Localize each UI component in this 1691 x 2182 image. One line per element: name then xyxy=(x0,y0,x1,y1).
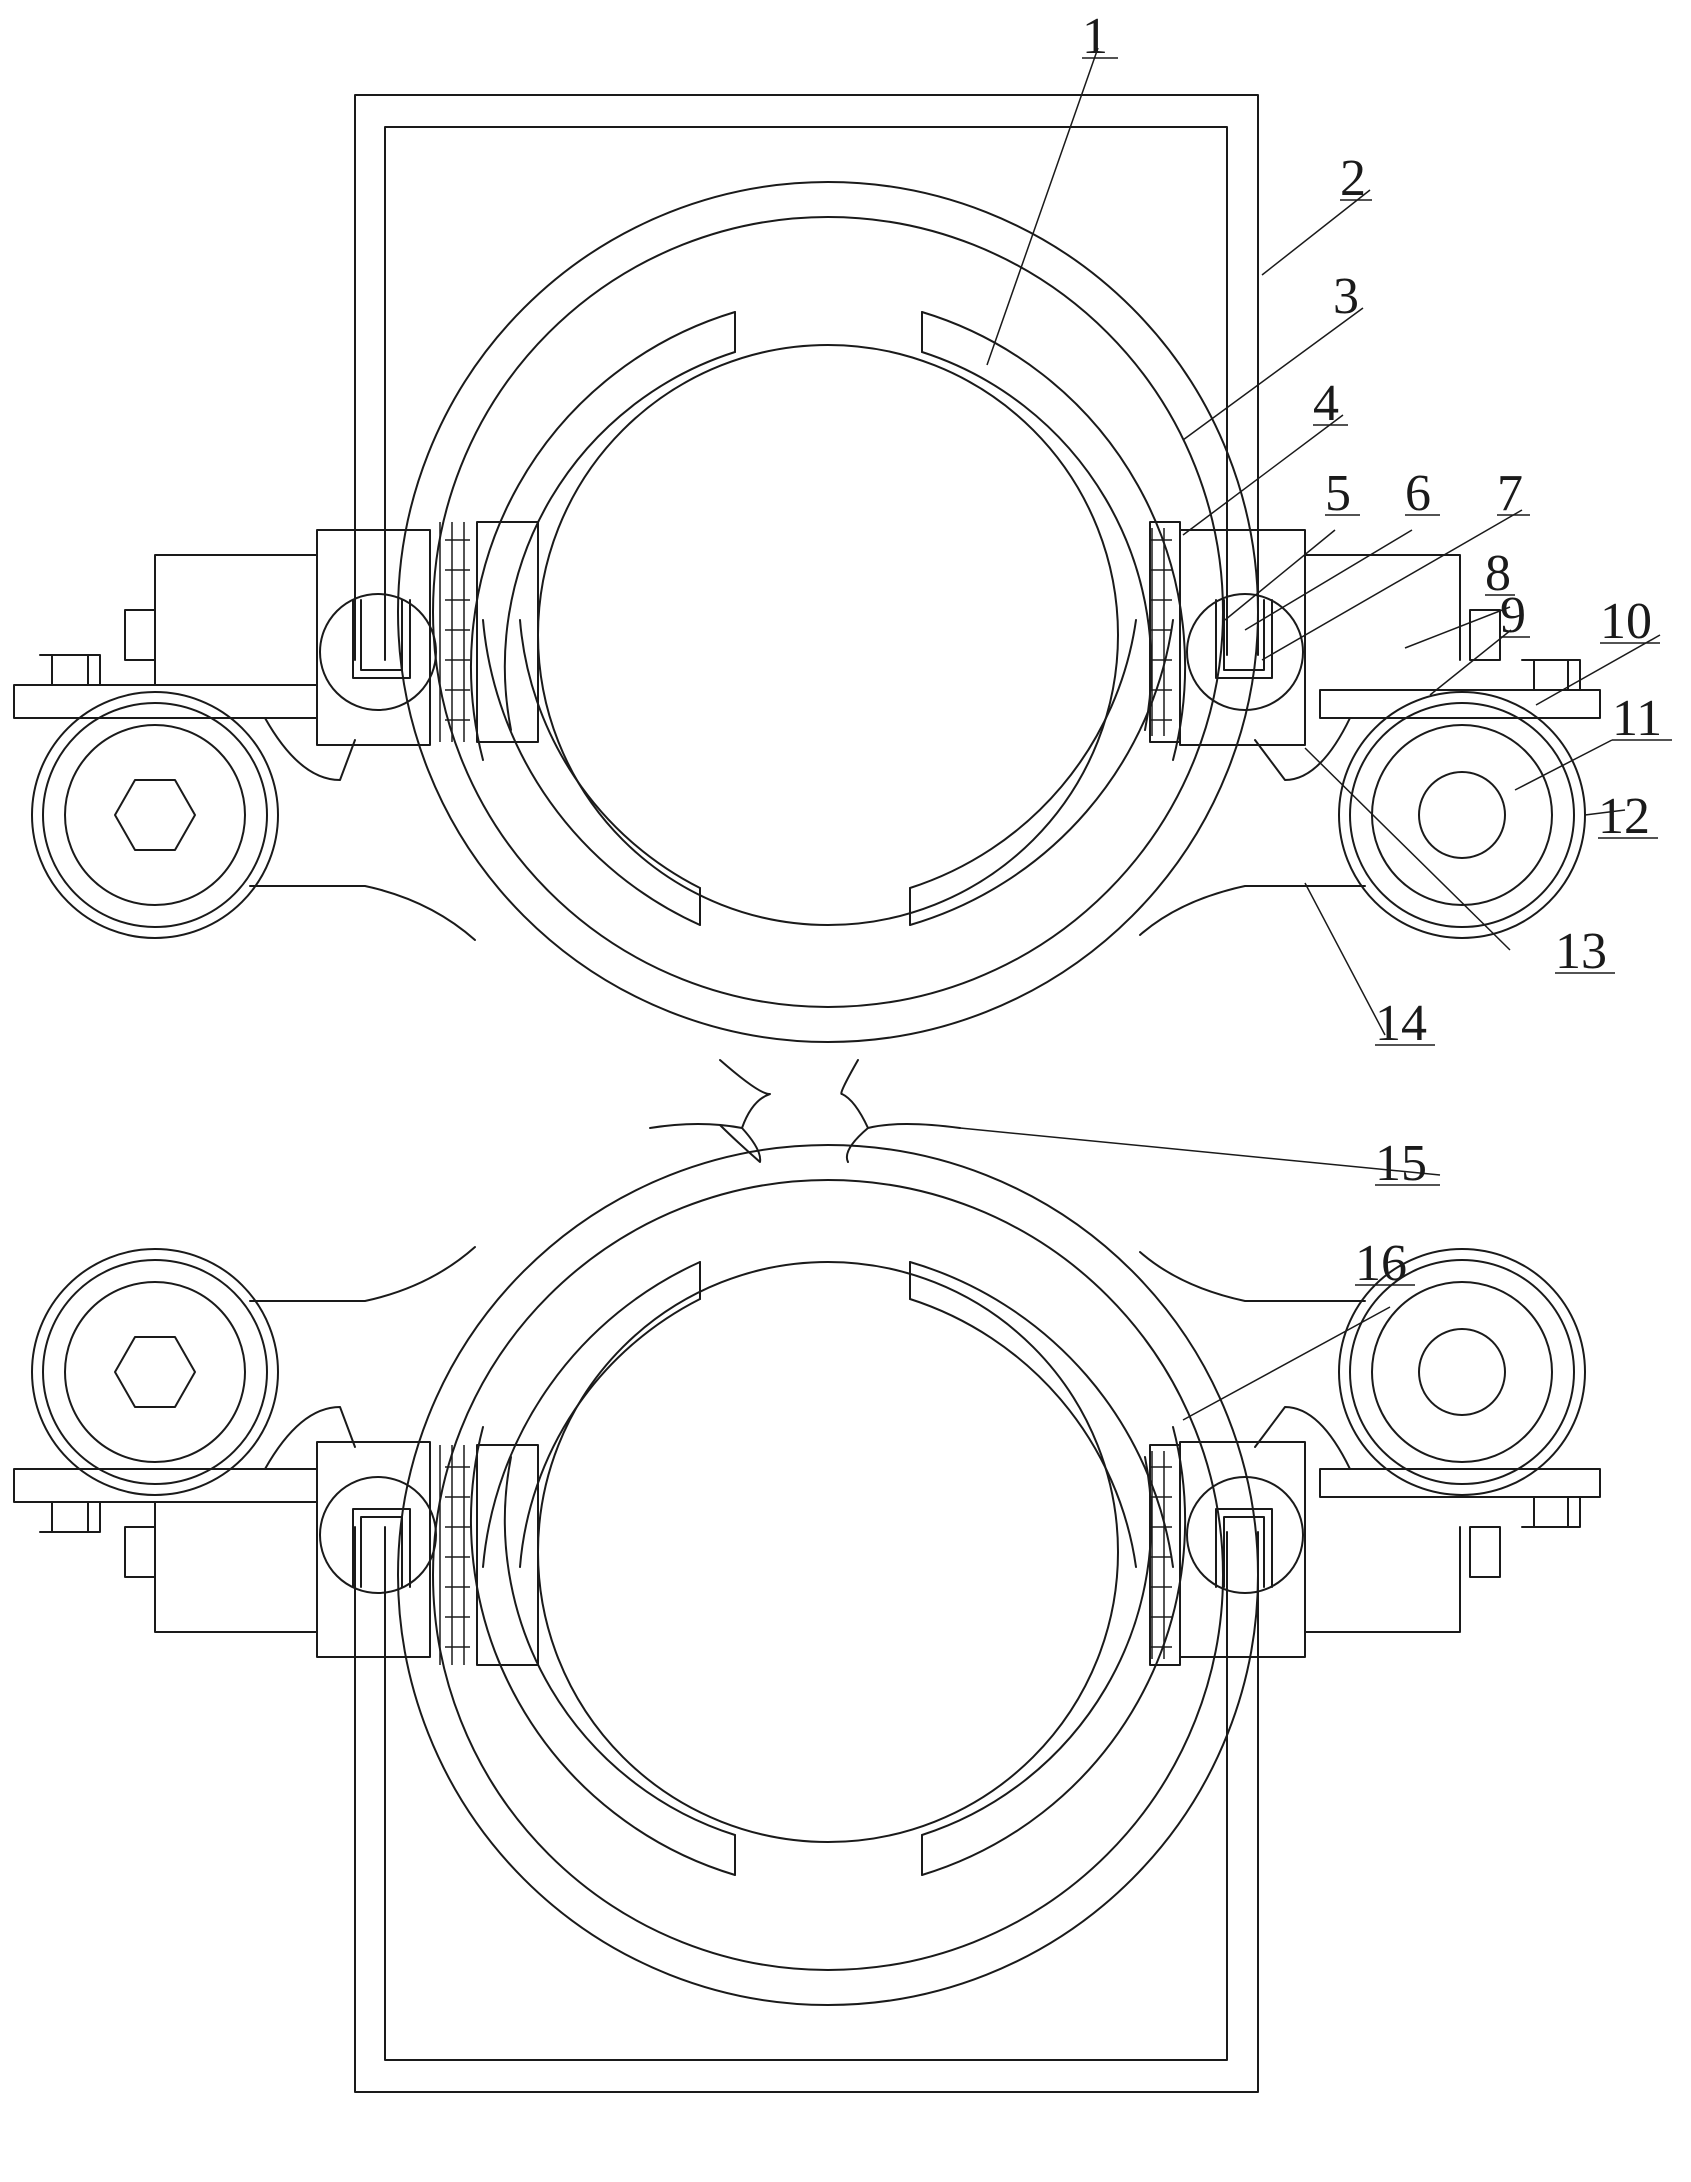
label-3: 3 xyxy=(1333,268,1359,325)
labels: 1 2 3 4 5 6 7 8 9 10 11 12 13 14 15 16 xyxy=(1082,8,1662,1292)
label-16: 16 xyxy=(1355,1235,1407,1292)
upper-assembly xyxy=(13,94,1601,1043)
label-4: 4 xyxy=(1313,375,1339,432)
label-10: 10 xyxy=(1600,593,1652,650)
label-underlines xyxy=(1082,57,1672,1286)
label-15: 15 xyxy=(1375,1135,1427,1192)
label-13: 13 xyxy=(1555,923,1607,980)
connector-15 xyxy=(649,1059,961,1163)
label-7: 7 xyxy=(1497,465,1523,522)
label-2: 2 xyxy=(1340,150,1366,207)
leader-lines xyxy=(959,47,1661,1421)
label-5: 5 xyxy=(1325,465,1351,522)
label-1: 1 xyxy=(1082,8,1108,65)
label-12: 12 xyxy=(1598,788,1650,845)
label-8: 8 xyxy=(1485,545,1511,602)
label-9: 9 xyxy=(1500,587,1526,644)
label-14: 14 xyxy=(1375,995,1427,1052)
label-11: 11 xyxy=(1612,690,1662,747)
label-6: 6 xyxy=(1405,465,1431,522)
